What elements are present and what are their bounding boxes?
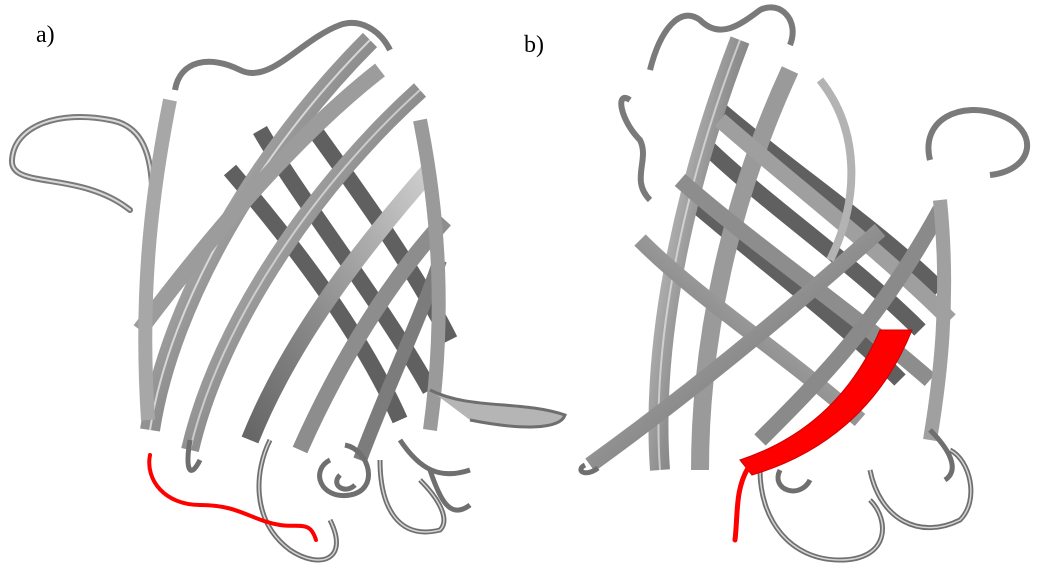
protein-structure-a (12, 23, 565, 560)
highlight-segment-a (149, 455, 316, 540)
protein-structure-b (581, 7, 1027, 560)
highlight-tail-b (735, 468, 748, 540)
